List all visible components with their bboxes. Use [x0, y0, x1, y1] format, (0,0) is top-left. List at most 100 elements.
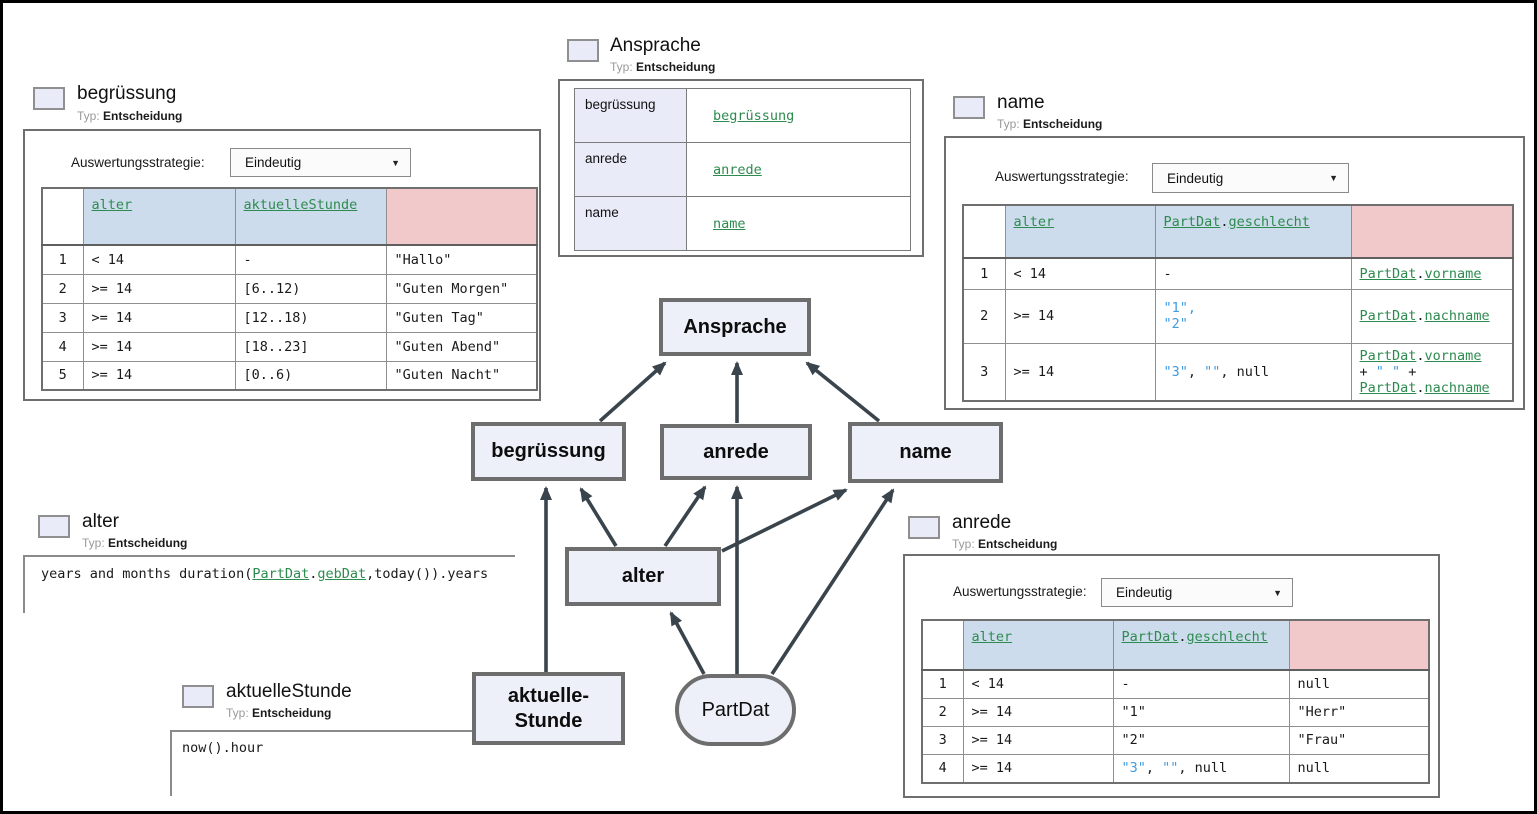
cell-stunde[interactable]: [12..18)	[234, 302, 387, 333]
strategy-dropdown[interactable]: Eindeutig ▼	[1152, 163, 1349, 193]
cell-alter[interactable]: >= 14	[962, 725, 1114, 755]
cell-geschlecht[interactable]: "3", "", null	[1112, 753, 1290, 784]
param-binding[interactable]: anrede	[686, 142, 911, 197]
partdat-link[interactable]: PartDat	[1359, 265, 1417, 282]
cell-stunde[interactable]: -	[234, 244, 387, 275]
cell-output[interactable]: "Herr"	[1288, 697, 1430, 727]
null-literal: , null	[1178, 760, 1228, 777]
cell-geschlecht[interactable]: "1"	[1112, 697, 1290, 727]
drd-node-anrede[interactable]: anrede	[660, 424, 812, 480]
cell-alter[interactable]: >= 14	[82, 273, 236, 304]
cell-alter[interactable]: < 14	[1004, 257, 1156, 290]
vorname-link[interactable]: vorname	[1424, 265, 1482, 282]
cell-output[interactable]: "Guten Nacht"	[385, 360, 538, 391]
drd-node-begruessung[interactable]: begrüssung	[471, 422, 626, 481]
cell-geschlecht[interactable]: -	[1112, 669, 1290, 699]
input-header-geschlecht[interactable]: PartDat.geschlecht	[1154, 204, 1352, 259]
typ-value: Entscheidung	[103, 109, 183, 123]
partdat-link[interactable]: PartDat	[1359, 308, 1417, 324]
dot: .	[1178, 629, 1187, 645]
cell-alter[interactable]: >= 14	[82, 302, 236, 333]
typ-caption: Typ: Entscheidung	[77, 109, 182, 123]
name-link[interactable]: name	[713, 215, 746, 232]
begruessung-link[interactable]: begrüssung	[713, 107, 795, 124]
vorname-link[interactable]: vorname	[1424, 347, 1482, 364]
anrede-link[interactable]: anrede	[713, 161, 762, 178]
cell-output[interactable]: PartDat.vorname	[1350, 257, 1514, 290]
output-header[interactable]	[1350, 204, 1514, 259]
cell-output[interactable]: "Guten Tag"	[385, 302, 538, 333]
cell-geschlecht[interactable]: -	[1154, 257, 1352, 290]
param-binding[interactable]: begrüssung	[686, 88, 911, 143]
nachname-link[interactable]: nachname	[1424, 379, 1490, 396]
cell-stunde[interactable]: [0..6)	[234, 360, 387, 391]
cell-stunde[interactable]: [6..12)	[234, 273, 387, 304]
expression-editor[interactable]: now().hour	[170, 730, 493, 796]
partdat-link[interactable]: PartDat	[1359, 347, 1417, 364]
partdat-link[interactable]: PartDat	[1359, 379, 1417, 396]
drd-input-data-partdat[interactable]: PartDat	[675, 674, 796, 746]
alter-link[interactable]: alter	[91, 197, 133, 213]
partdat-link[interactable]: PartDat	[1121, 629, 1179, 645]
output-header[interactable]	[385, 187, 538, 246]
cell-alter[interactable]: >= 14	[962, 753, 1114, 784]
node-label: anrede	[703, 440, 769, 463]
cell-output[interactable]: "Guten Morgen"	[385, 273, 538, 304]
invocation-table: begrüssung begrüssung anrede anrede name…	[574, 88, 911, 251]
input-header-alter[interactable]: alter	[962, 619, 1114, 671]
input-header-aktuellestunde[interactable]: aktuelleStunde	[234, 187, 387, 246]
partdat-link[interactable]: PartDat	[252, 566, 310, 582]
cell-alter[interactable]: >= 14	[962, 697, 1114, 727]
cell-output[interactable]: PartDat.nachname	[1350, 288, 1514, 344]
cell-output[interactable]: "Frau"	[1288, 725, 1430, 755]
row-number: 2	[41, 273, 84, 304]
decision-table: alter aktuelleStunde 1 < 14 - "Hallo" 2 …	[41, 187, 538, 391]
strategy-dropdown[interactable]: Eindeutig ▼	[1101, 578, 1293, 607]
strategy-label: Auswertungsstrategie:	[953, 584, 1087, 599]
alter-link[interactable]: alter	[971, 629, 1013, 645]
table-row: 3 >= 14 "2" "Frau"	[921, 725, 1430, 755]
cell-alter[interactable]: >= 14	[82, 360, 236, 391]
separator: ,	[1187, 363, 1205, 380]
aktuellestunde-link[interactable]: aktuelleStunde	[243, 197, 358, 213]
strategy-label: Auswertungsstrategie:	[995, 169, 1129, 184]
edge-begruessung-to-ansprache	[598, 361, 667, 423]
strategy-value: Eindeutig	[1167, 170, 1224, 186]
cell-alter[interactable]: >= 14	[1004, 342, 1156, 402]
geschlecht-link[interactable]: geschlecht	[1186, 629, 1268, 645]
strategy-dropdown[interactable]: Eindeutig ▼	[230, 148, 411, 177]
cell-alter[interactable]: >= 14	[82, 331, 236, 362]
input-header-geschlecht[interactable]: PartDat.geschlecht	[1112, 619, 1290, 671]
cell-output[interactable]: "Hallo"	[385, 244, 538, 275]
alter-link[interactable]: alter	[1013, 214, 1055, 230]
input-header-alter[interactable]: alter	[82, 187, 236, 246]
decision-icon	[33, 87, 65, 110]
drd-node-alter[interactable]: alter	[565, 547, 721, 606]
gebdat-link[interactable]: gebDat	[317, 566, 367, 582]
cell-alter[interactable]: < 14	[962, 669, 1114, 699]
cell-output[interactable]: PartDat.vorname + " " + PartDat.nachname	[1350, 342, 1514, 402]
output-header[interactable]	[1288, 619, 1430, 671]
cell-output[interactable]: "Guten Abend"	[385, 331, 538, 362]
partdat-link[interactable]: PartDat	[1163, 214, 1221, 230]
cell-geschlecht[interactable]: "1","2"	[1154, 288, 1352, 344]
input-header-alter[interactable]: alter	[1004, 204, 1156, 259]
edge-alter-to-begruessung	[579, 487, 618, 547]
cell-geschlecht[interactable]: "3", "", null	[1154, 342, 1352, 402]
param-binding[interactable]: name	[686, 196, 911, 251]
drd-node-aktuellestunde[interactable]: aktuelle- Stunde	[472, 672, 625, 745]
cell-geschlecht[interactable]: "2"	[1112, 725, 1290, 755]
cell-output[interactable]: null	[1288, 753, 1430, 784]
drd-node-ansprache[interactable]: Ansprache	[659, 298, 811, 356]
decision-icon	[908, 516, 940, 539]
table-row: 5 >= 14 [0..6) "Guten Nacht"	[41, 360, 538, 391]
cell-alter[interactable]: < 14	[82, 244, 236, 275]
cell-output[interactable]: null	[1288, 669, 1430, 699]
expression-editor[interactable]: years and months duration(PartDat.gebDat…	[23, 555, 515, 613]
cell-alter[interactable]: >= 14	[1004, 288, 1156, 344]
cell-stunde[interactable]: [18..23]	[234, 331, 387, 362]
geschlecht-link[interactable]: geschlecht	[1228, 214, 1310, 230]
dot: .	[1416, 347, 1425, 364]
drd-node-name[interactable]: name	[848, 422, 1003, 483]
nachname-link[interactable]: nachname	[1424, 308, 1490, 324]
